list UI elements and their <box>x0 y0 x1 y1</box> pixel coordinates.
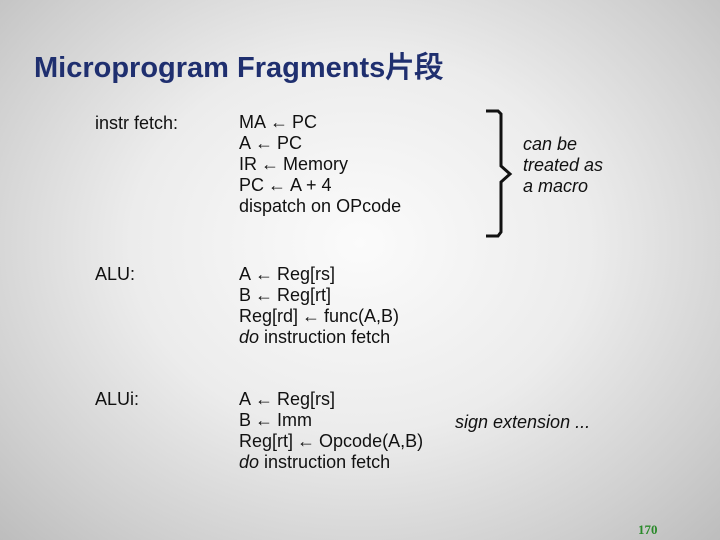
microop-line: B←Reg[rt] <box>239 285 332 305</box>
left-arrow-icon: ← <box>255 389 274 409</box>
left-arrow-icon: ← <box>255 264 274 284</box>
microop-line: Reg[rd]←func(A,B) <box>239 306 400 326</box>
fragment-body-instr-fetch: MA←PC A←PC IR←Memory PC←A + 4 dispatch o… <box>239 112 401 217</box>
microop-line: B←Imm <box>239 410 313 430</box>
microop-line: IR←Memory <box>239 154 349 174</box>
left-arrow-icon: ← <box>261 154 279 174</box>
fragment-label-alui: ALUi: <box>95 389 140 409</box>
microop-line: A←Reg[rs] <box>239 264 336 284</box>
microop-line: dispatch on OPcode <box>239 196 402 216</box>
fragment-label-alu: ALU: <box>95 264 136 284</box>
fragment-body-alui: A←Reg[rs] B←Imm Reg[rt]←Opcode(A,B) do i… <box>239 389 423 473</box>
microop-line: MA←PC <box>239 112 318 132</box>
fragment-label-instr-fetch: instr fetch: <box>95 113 179 133</box>
right-brace-icon <box>486 109 513 238</box>
fragment-body-alu: A←Reg[rs] B←Reg[rt] Reg[rd]←func(A,B) do… <box>239 264 399 348</box>
left-arrow-icon: ← <box>255 133 274 153</box>
microop-line: A←Reg[rs] <box>239 389 336 409</box>
left-arrow-icon: ← <box>255 410 274 430</box>
microop-line: do instruction fetch <box>239 452 391 472</box>
slide-title: Microprogram Fragments片段 <box>34 52 444 84</box>
left-arrow-icon: ← <box>297 431 316 451</box>
left-arrow-icon: ← <box>302 306 321 326</box>
left-arrow-icon: ← <box>255 285 274 305</box>
microop-line: do instruction fetch <box>239 327 391 347</box>
microop-line: PC←A + 4 <box>239 175 332 195</box>
page-number: 170 <box>638 522 658 537</box>
microop-line: Reg[rt]←Opcode(A,B) <box>239 431 424 451</box>
macro-note: can be treated as a macro <box>523 134 604 196</box>
microop-line: A←PC <box>239 133 303 153</box>
left-arrow-icon: ← <box>268 175 287 195</box>
sign-extension-note: sign extension ... <box>455 412 591 432</box>
left-arrow-icon: ← <box>270 112 288 132</box>
